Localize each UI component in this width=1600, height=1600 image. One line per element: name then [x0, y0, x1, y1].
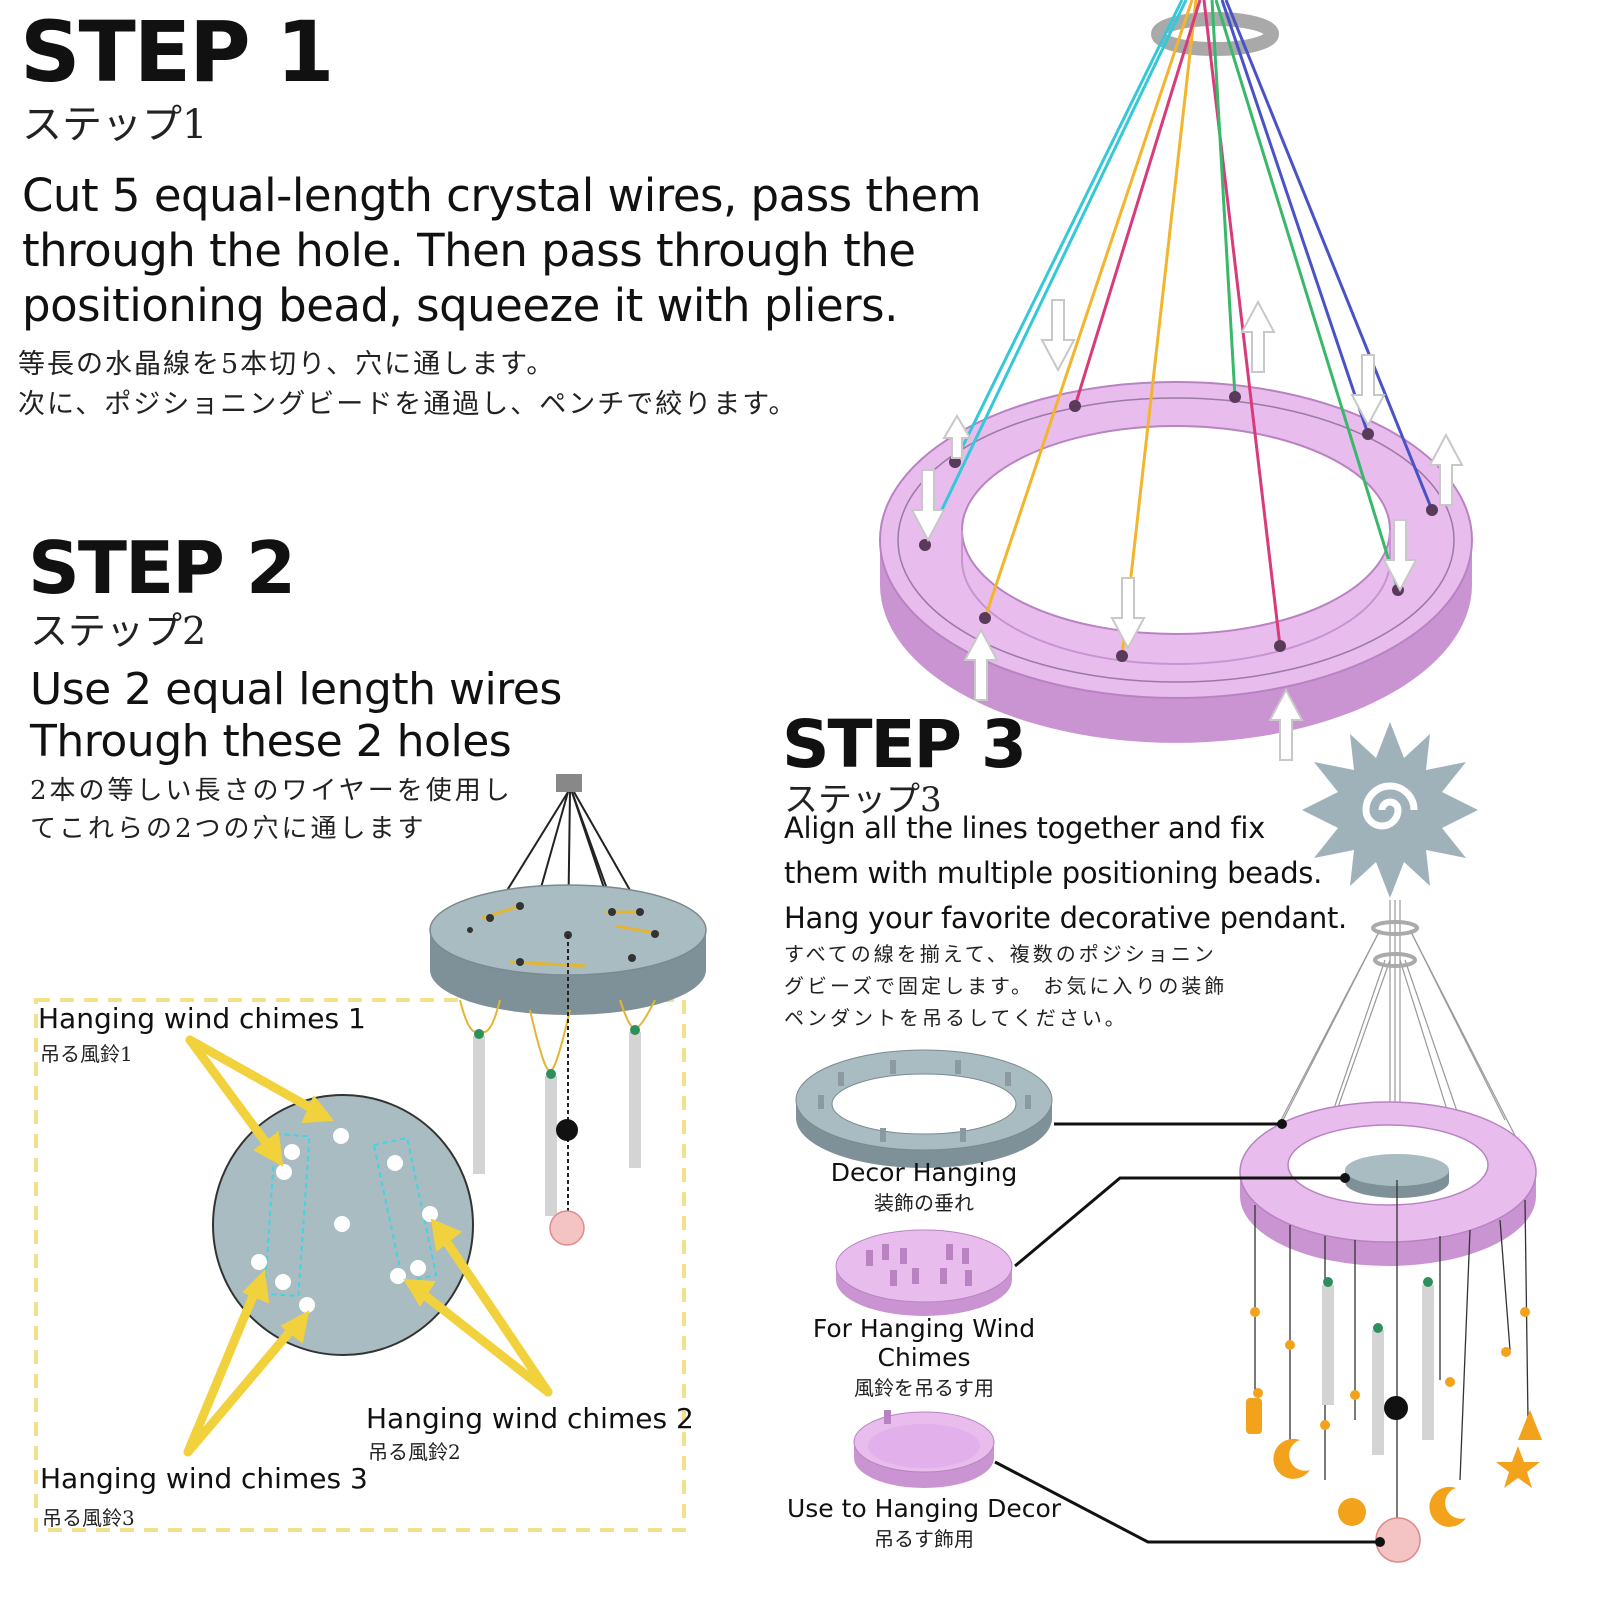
step1-title: STEP 1 [20, 3, 334, 101]
step1-desc-jp-line: 等長の水晶線を5本切り、穴に通します。 [18, 349, 556, 380]
disc-top-view [212, 1094, 474, 1356]
label-chimes-3-jp: 吊る風鈴3 [42, 1506, 135, 1530]
step2-description-jp: 2本の等しい長さのワイヤーを使用し てこれらの2つの穴に通します [30, 772, 513, 848]
step3-title: STEP 3 [782, 706, 1027, 783]
triangle-pendant [1518, 1410, 1542, 1440]
black-bead-step3 [1384, 1396, 1408, 1420]
step3-desc-line: Hang your favorite decorative pendant. [784, 901, 1347, 935]
step2-desc-line: Use 2 equal length wires [30, 664, 562, 715]
crystal-wires [923, 0, 1434, 657]
star-icon [1496, 1446, 1540, 1488]
top-hanging-ring [1151, 12, 1279, 56]
step3-desc-jp-line: ペンダントを吊るしてください。 [784, 1006, 1128, 1030]
step1-description-jp: 等長の水晶線を5本切り、穴に通します。 次に、ポジショニングビードを通過し、ペン… [18, 345, 798, 425]
step2-title: STEP 2 [28, 526, 296, 610]
step3-title-jp: ステップ3 [784, 780, 942, 820]
top-bead-group [556, 774, 582, 792]
dashed-hole-groups [263, 1132, 438, 1298]
step3-desc-line: them with multiple positioning beads. [784, 856, 1323, 890]
label-chimes-1: Hanging wind chimes 1 [38, 1002, 366, 1035]
moon-icon-2 [1429, 1486, 1466, 1527]
chime-tubes [459, 999, 656, 1216]
dashed-frame [34, 998, 686, 1532]
label-chimes-2-jp: 吊る風鈴2 [368, 1440, 461, 1464]
part-label-decor-hanging: Decor Hanging 装飾の垂れ [784, 1158, 1064, 1216]
label-chimes-1-jp: 吊る風鈴1 [40, 1042, 133, 1066]
part-label-jp: 装飾の垂れ [874, 1191, 974, 1215]
step2-title-jp: ステップ2 [30, 609, 207, 653]
part-label-jp: 風鈴を吊るす用 [854, 1376, 994, 1400]
step1-desc-line: positioning bead, squeeze it with pliers… [22, 279, 898, 332]
inner-gray-disc [1345, 1154, 1449, 1198]
part-label-chime-holder: For Hanging Wind Chimes 風鈴を吊るす用 [764, 1314, 1084, 1401]
pink-pendant [549, 1210, 585, 1246]
step2-desc-jp-line: てこれらの2つの穴に通します [30, 814, 427, 844]
part-label-en: Use to Hanging Decor [786, 1494, 1062, 1523]
step1-title-jp: ステップ1 [22, 102, 208, 148]
part-label-en: Decor Hanging [830, 1158, 1018, 1187]
pink-assembly-ring [1239, 1101, 1537, 1266]
disc-yellow-loops [481, 904, 661, 968]
step3-desc-jp-line: すべての線を揃えて、複数のポジショニン [784, 942, 1217, 966]
yellow-arrows [183, 1035, 553, 1457]
hanging-strings [1254, 1180, 1529, 1530]
pink-pendant-step3 [1375, 1517, 1421, 1563]
label-chimes-2: Hanging wind chimes 2 [366, 1402, 694, 1435]
chimes-step3 [1322, 1277, 1434, 1455]
step1-description: Cut 5 equal-length crystal wires, pass t… [22, 168, 982, 333]
step2-desc-line: Through these 2 holes [30, 716, 512, 767]
step3-desc-jp-line: グビーズで固定します。 お気に入りの装飾 [784, 974, 1228, 998]
mid-ring-small [1373, 952, 1417, 968]
disc-top-holes [251, 1128, 438, 1313]
pink-base-ring [879, 381, 1473, 743]
assembly-wires [1254, 900, 1531, 1216]
step1-desc-line: through the hole. Then pass through the [22, 224, 916, 277]
step3-description-jp: すべての線を揃えて、複数のポジショニン グビーズで固定します。 お気に入りの装飾… [784, 938, 1227, 1034]
part-decor-hanging [795, 1049, 1053, 1168]
step3-desc-line: Align all the lines together and fix [784, 811, 1266, 845]
step1-desc-jp-line: 次に、ポジショニングビードを通過し、ペンチで絞ります。 [18, 389, 798, 420]
step1-desc-line: Cut 5 equal-length crystal wires, pass t… [22, 169, 982, 222]
part-label-en: For Hanging Wind Chimes [812, 1314, 1036, 1372]
direction-arrows [910, 299, 1464, 761]
orange-beads [1250, 1307, 1530, 1430]
orange-cylinder-pendant [1246, 1398, 1262, 1434]
disc-holes [467, 902, 659, 966]
moon-icon [1273, 1438, 1310, 1479]
top-ring-small [1371, 920, 1419, 936]
part-label-decor-holder: Use to Hanging Decor 吊るす飾用 [784, 1494, 1064, 1552]
orange-ball-pendant [1338, 1498, 1366, 1526]
ring-holes [919, 391, 1438, 662]
step2-desc-jp-line: 2本の等しい長さのワイヤーを使用し [30, 776, 513, 806]
label-chimes-3: Hanging wind chimes 3 [40, 1462, 368, 1495]
step3-description: Align all the lines together and fix the… [784, 806, 1347, 941]
step2-description: Use 2 equal length wires Through these 2… [30, 664, 562, 768]
part-chime-holder [835, 1229, 1013, 1316]
black-bead [556, 1119, 578, 1141]
gray-disc-3d [429, 884, 707, 1015]
part-decor-holder [853, 1410, 995, 1488]
disc-wires [489, 791, 656, 963]
part-label-jp: 吊るす飾用 [874, 1527, 974, 1551]
